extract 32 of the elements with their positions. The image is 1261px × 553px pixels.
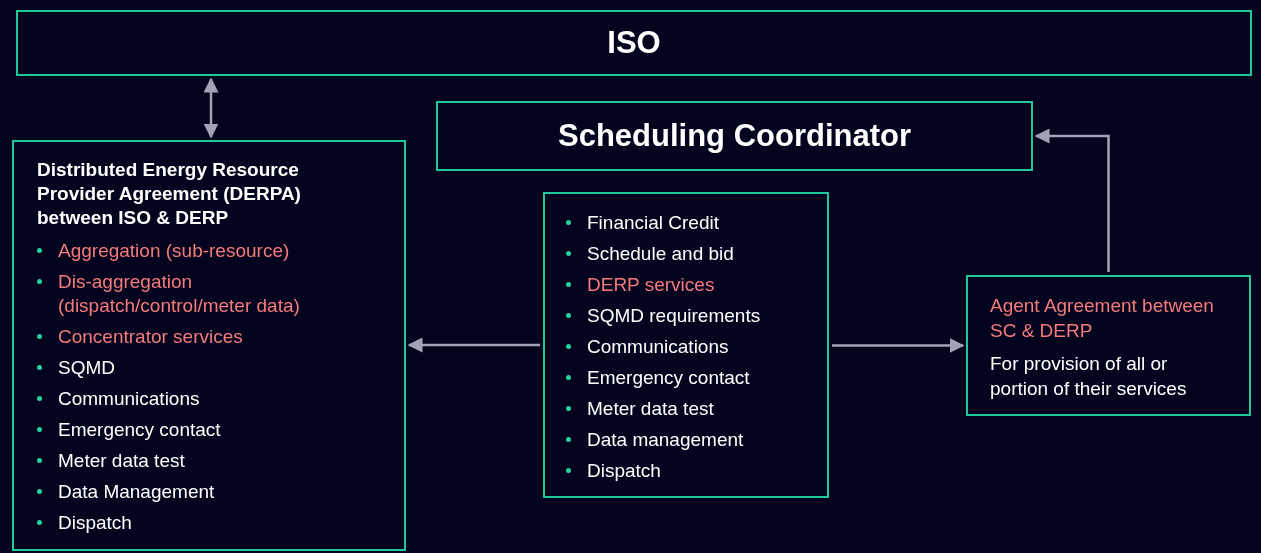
box-title: ISO (607, 23, 661, 62)
agreement-box (12, 140, 406, 551)
list-item-text: Dispatch (587, 459, 661, 483)
box-heading: Agent Agreement between SC & DERP (990, 294, 1215, 343)
agreement-box (16, 10, 1252, 76)
list-item-text: SQMD requirements (587, 304, 761, 328)
list-item-text: Emergency contact (58, 418, 221, 442)
list-item-text: SQMD (58, 356, 115, 380)
box-text: For provision of all or portion of their services (990, 352, 1188, 401)
list-item-text: Financial Credit (587, 211, 719, 235)
list-item-text: Meter data test (58, 449, 185, 473)
list-item-text: Meter data test (587, 397, 714, 421)
list-item-text: Data Management (58, 480, 215, 504)
list-item-text: Dispatch (58, 511, 132, 535)
arrow (203, 77, 219, 139)
arrow (1034, 128, 1110, 272)
box-heading: Distributed Energy Resource Provider Agreement (DERPA) between ISO & DERP (37, 158, 302, 230)
agreement-box (436, 101, 1033, 171)
list-item-text: Dis-aggregation (dispatch/control/meter data) (58, 270, 301, 318)
list-item-text: Data management (587, 428, 744, 452)
agreement-box (543, 192, 829, 498)
list-item-text: Communications (58, 387, 200, 411)
list-item-text: Schedule and bid (587, 242, 734, 266)
list-item-text: Emergency contact (587, 366, 750, 390)
arrow (832, 338, 965, 353)
agreement-box (966, 275, 1251, 416)
list-item-text: DERP services (587, 273, 715, 297)
arrow (407, 337, 540, 353)
box-title: Scheduling Coordinator (557, 116, 912, 155)
list-item-text: Communications (587, 335, 729, 359)
list-item-text: Concentrator services (58, 325, 243, 349)
list-item-text: Aggregation (sub-resource) (58, 239, 290, 263)
